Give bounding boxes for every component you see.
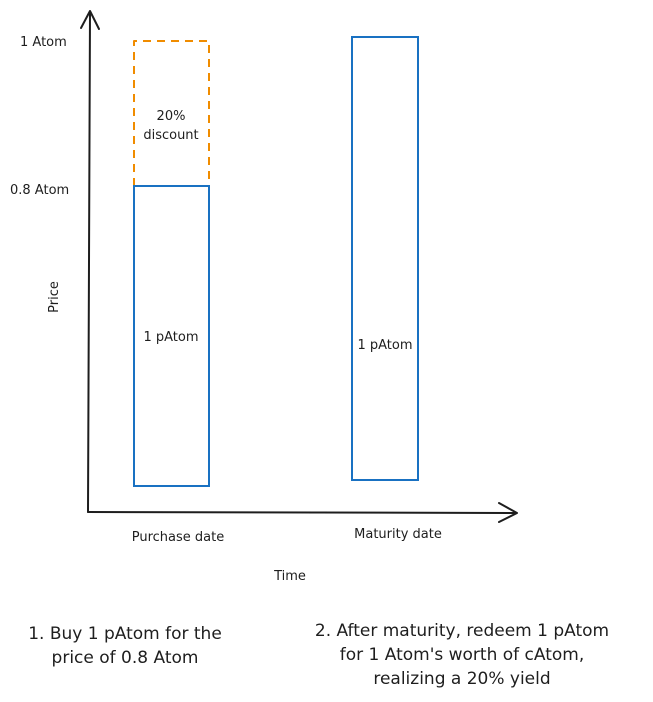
step-1-caption: 1. Buy 1 pAtom for the price of 0.8 Atom (28, 624, 222, 668)
x-axis-arrowhead (498, 502, 518, 523)
step-2-caption: 2. After maturity, redeem 1 pAtom for 1 … (314, 621, 610, 689)
x-axis-line (87, 511, 517, 514)
discount-label-line2: discount (143, 128, 198, 143)
x-tick-maturity-date: Maturity date (354, 527, 442, 542)
purchase-bar (133, 185, 210, 487)
y-axis-arrowhead (80, 10, 100, 30)
y-axis-line (87, 11, 91, 513)
y-axis-label: Price (47, 281, 62, 313)
y-tick-1-atom: 1 Atom (20, 35, 67, 50)
y-tick-0-8-atom: 0.8 Atom (10, 183, 69, 198)
price-time-diagram: 1 Atom 0.8 Atom Price 20% discount 1 pAt… (10, 10, 518, 584)
discount-label-line1: 20% (157, 109, 186, 124)
purchase-bar-label: 1 pAtom (143, 330, 198, 345)
maturity-bar (351, 36, 419, 481)
discount-dashed-box (133, 40, 210, 186)
x-axis-label: Time (273, 569, 306, 584)
x-tick-purchase-date: Purchase date (132, 530, 224, 545)
maturity-bar-label: 1 pAtom (357, 338, 412, 353)
